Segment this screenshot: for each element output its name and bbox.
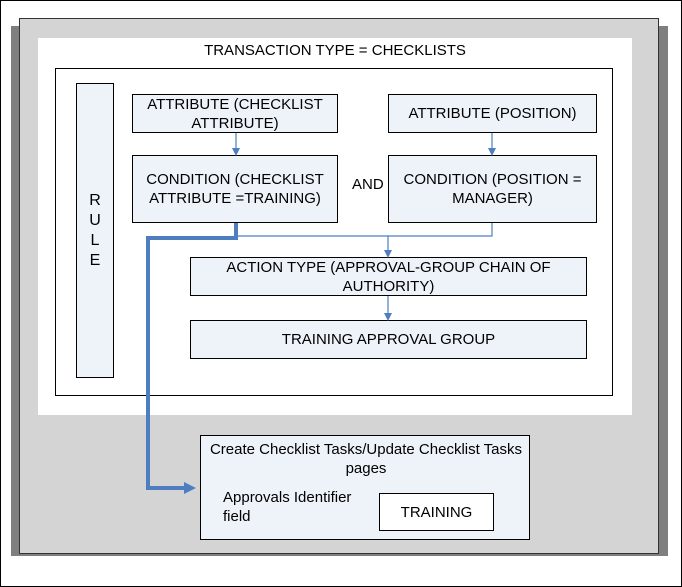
and-label: AND (352, 176, 384, 193)
rule-box: RULE (76, 83, 114, 378)
arrow-training-to-pages (146, 223, 238, 494)
transaction-type-title: TRANSACTION TYPE = CHECKLISTS (204, 42, 466, 59)
condition-position-box: CONDITION (POSITION = MANAGER) (388, 155, 597, 223)
rule-label: RULE (89, 191, 101, 269)
checklist-pages-panel: Create Checklist Tasks/Update Checklist … (200, 435, 530, 540)
attribute-position-box: ATTRIBUTE (POSITION) (388, 94, 597, 133)
arrow-conditions-to-action (235, 223, 388, 237)
approval-group-box: TRAINING APPROVAL GROUP (190, 320, 587, 359)
approvals-identifier-label: Approvals Identifier field (223, 489, 352, 525)
attribute-checklist-box: ATTRIBUTE (CHECKLIST ATTRIBUTE) (132, 94, 338, 133)
condition-checklist-box: CONDITION (CHECKLIST ATTRIBUTE =TRAINING… (132, 155, 338, 223)
arrow-position-to-action (384, 223, 493, 258)
approvals-identifier-field: TRAINING (379, 493, 494, 531)
pages-title: Create Checklist Tasks/Update Checklist … (209, 441, 523, 477)
